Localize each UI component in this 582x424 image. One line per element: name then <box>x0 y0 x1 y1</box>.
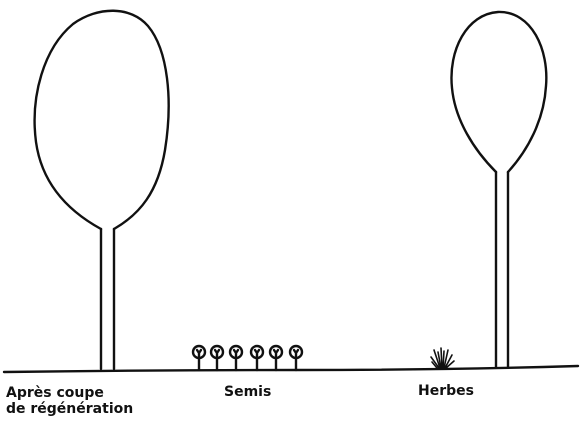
seedling <box>290 346 302 370</box>
seedling <box>211 346 223 370</box>
tree-right-trunk <box>496 172 508 367</box>
seedling <box>230 346 242 370</box>
grass-tuft <box>431 348 454 368</box>
tree-right-crown <box>451 12 546 172</box>
tree-left <box>35 11 169 369</box>
after-cut-label: Après coupe de régénération <box>6 385 133 417</box>
seedling <box>193 346 205 370</box>
tree-left-crown <box>35 11 169 229</box>
after-cut-label-line1: Après coupe <box>6 385 133 401</box>
tree-left-trunk <box>101 229 114 369</box>
seedling <box>270 346 282 370</box>
seedling <box>251 346 263 370</box>
seedlings-label: Semis <box>224 384 271 400</box>
tree-right <box>451 12 546 367</box>
grasses-label: Herbes <box>418 383 474 399</box>
after-cut-label-line2: de régénération <box>6 401 133 417</box>
ground-line <box>4 366 578 372</box>
